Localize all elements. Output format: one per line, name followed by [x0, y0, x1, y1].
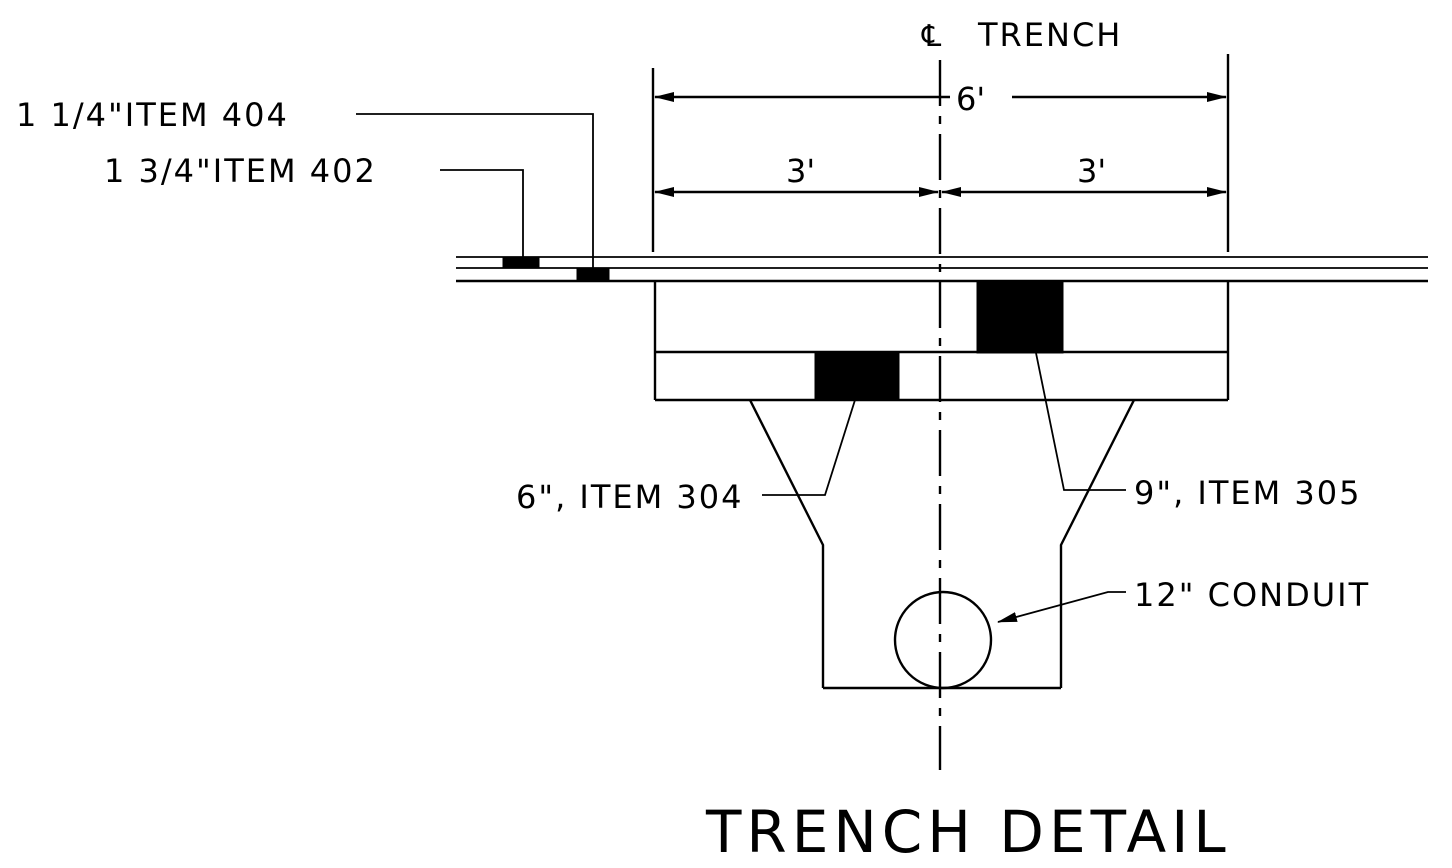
leader-item-305 [1035, 352, 1126, 491]
centerline-symbol: ℄ [921, 19, 941, 54]
base-lower-marker [814, 351, 900, 401]
label-item-304: 6", ITEM 304 [516, 478, 743, 516]
drawing-title: TRENCH DETAIL [705, 798, 1231, 866]
dimension-total-text: 6' [956, 80, 985, 118]
leader-item-402 [440, 169, 524, 258]
trench-wall-left [748, 399, 825, 688]
leader-item-404 [356, 113, 594, 268]
base-upper-marker [976, 281, 1064, 354]
trench-wall-right [1059, 399, 1136, 688]
leader-conduit [997, 591, 1126, 623]
label-item-404: 1 1/4"ITEM 404 [16, 96, 289, 134]
dimension-right-half-text: 3' [1077, 152, 1106, 190]
conduit-circle [893, 590, 993, 690]
dimension-text-gap [950, 80, 1012, 116]
label-conduit: 12" CONDUIT [1134, 576, 1370, 614]
label-item-402: 1 3/4"ITEM 402 [104, 152, 377, 190]
surface-course-marker [502, 257, 540, 269]
centerline-label: TRENCH [977, 16, 1122, 54]
leader-item-304 [762, 399, 856, 496]
label-item-305: 9", ITEM 305 [1134, 474, 1361, 512]
intermediate-course-marker [576, 267, 610, 282]
dimension-left-half-text: 3' [786, 152, 815, 190]
